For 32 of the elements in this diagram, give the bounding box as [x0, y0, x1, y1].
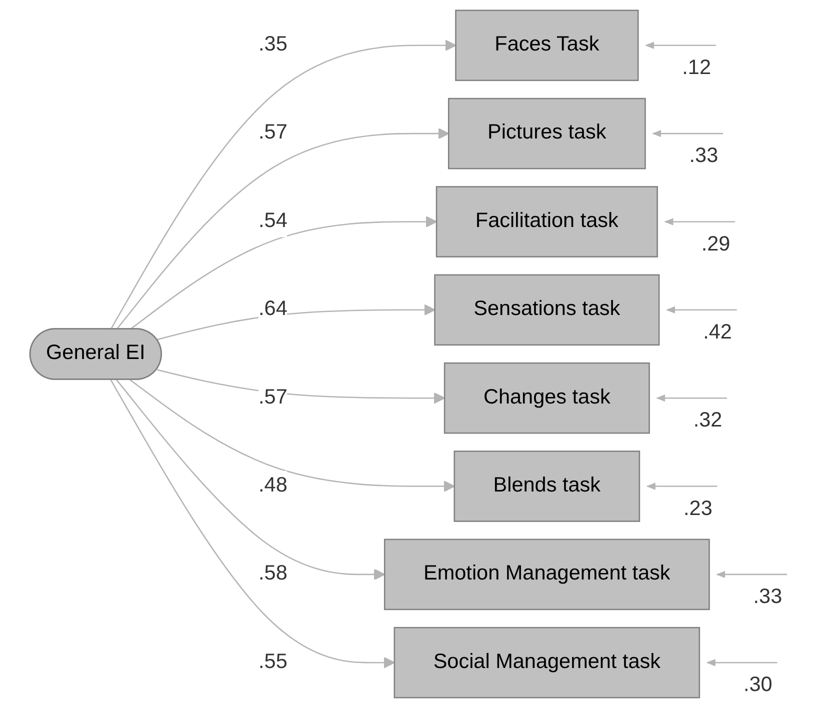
arrow	[116, 380, 386, 580]
edge-label: .12	[682, 56, 711, 79]
node-box: Pictures task	[448, 98, 646, 170]
node-box: Faces Task	[455, 10, 639, 82]
arrow	[116, 128, 450, 330]
edge-label: .23	[684, 496, 712, 520]
arrow	[156, 369, 446, 404]
edge-label: .58	[258, 562, 288, 585]
node-box: Social Management task	[394, 626, 700, 698]
edge-label: .57	[258, 386, 288, 408]
arrow	[110, 380, 395, 668]
edge-label: .48	[258, 474, 288, 497]
edge-label: .33	[753, 584, 782, 608]
edge-label: .33	[689, 144, 718, 168]
node-box: Emotion Management task	[384, 538, 710, 610]
edge-label: .54	[258, 210, 288, 232]
edge-label: .55	[258, 650, 288, 673]
arrow	[110, 40, 456, 330]
edge-label: .32	[693, 408, 722, 432]
arrow	[156, 304, 436, 340]
edge-label: .35	[258, 34, 288, 56]
edge-label: .64	[258, 298, 288, 320]
arrow	[130, 216, 438, 330]
arrow	[130, 379, 455, 492]
edge-label: .30	[744, 673, 772, 696]
node-box: Blends task	[454, 450, 640, 522]
edge-label: .42	[703, 320, 732, 344]
node-box: Facilitation task	[436, 186, 658, 258]
node-box: Changes task	[444, 362, 650, 434]
edge-label: .57	[258, 122, 288, 144]
edge-label: .29	[701, 232, 730, 256]
node-box: Sensations task	[434, 274, 660, 346]
